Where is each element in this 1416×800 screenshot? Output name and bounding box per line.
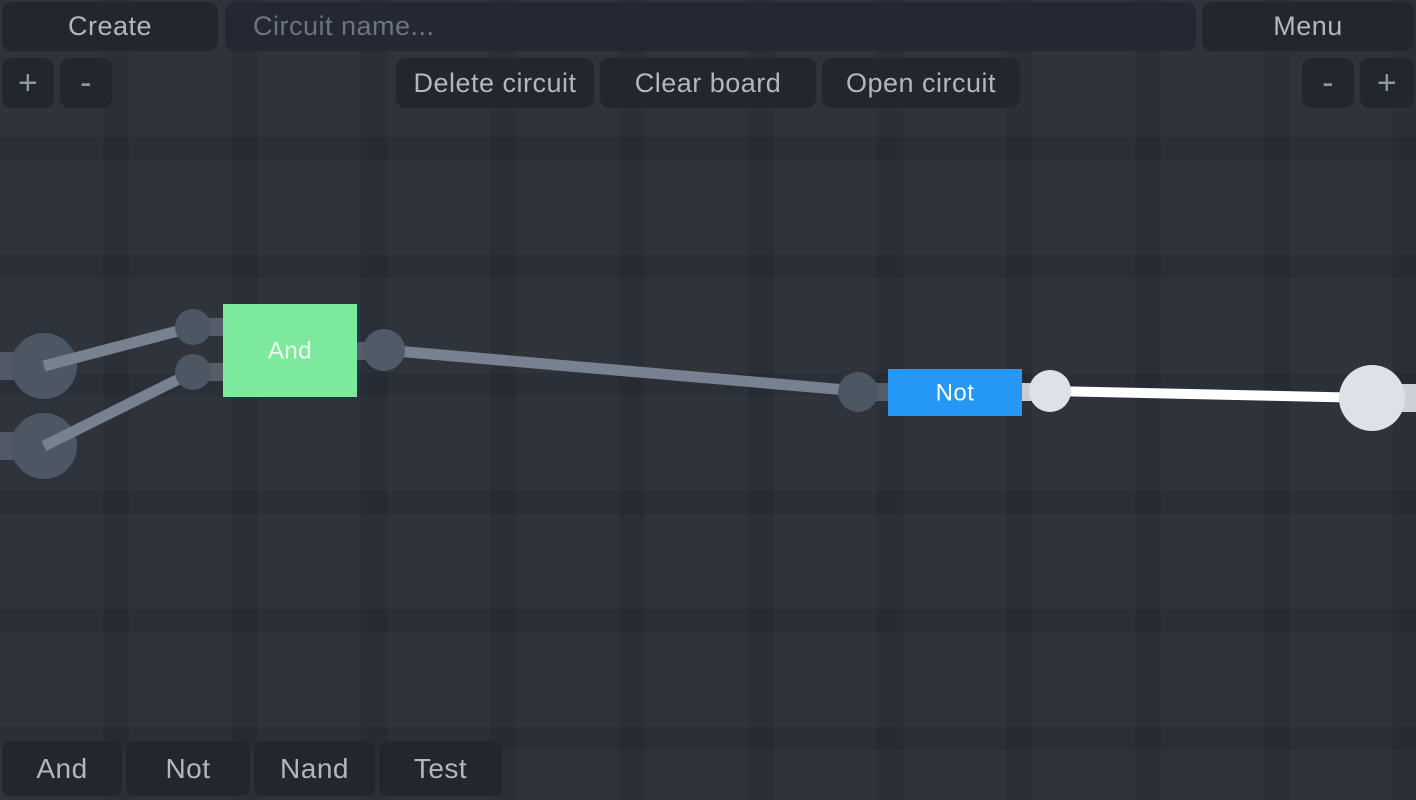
and-gate[interactable] (223, 304, 357, 397)
zoom-in-button-left[interactable]: + (2, 58, 54, 108)
and-gate-label: And (268, 338, 312, 365)
menu-button[interactable]: Menu (1202, 2, 1414, 51)
not-input-pin[interactable] (838, 372, 878, 412)
not-gate[interactable] (888, 369, 1022, 416)
palette-item-nand[interactable]: Nand (254, 741, 375, 796)
circuit-output-node[interactable] (1339, 365, 1405, 431)
open-circuit-button[interactable]: Open circuit (822, 58, 1020, 108)
palette-item-not[interactable]: Not (126, 741, 250, 796)
wire-and-to-not (383, 344, 859, 397)
zoom-out-button-right[interactable]: - (1302, 58, 1354, 108)
wire-not-to-output (1049, 386, 1373, 403)
delete-circuit-button[interactable]: Delete circuit (396, 58, 594, 108)
not-gate-label: Not (936, 380, 975, 407)
and-output-pin[interactable] (363, 329, 405, 371)
zoom-out-button-left[interactable]: - (60, 58, 112, 108)
wire-input2-to-and (41, 367, 196, 451)
not-output-pin[interactable] (1029, 370, 1071, 412)
and-input-pin-2[interactable] (175, 354, 211, 390)
wire-input1-to-and (42, 321, 195, 372)
zoom-in-button-right[interactable]: + (1360, 58, 1414, 108)
and-input-pin-1[interactable] (175, 309, 211, 345)
circuit-name-input[interactable] (225, 2, 1196, 51)
palette-item-test[interactable]: Test (379, 741, 502, 796)
palette-item-and[interactable]: And (2, 741, 122, 796)
clear-board-button[interactable]: Clear board (600, 58, 816, 108)
create-button[interactable]: Create (2, 2, 218, 51)
